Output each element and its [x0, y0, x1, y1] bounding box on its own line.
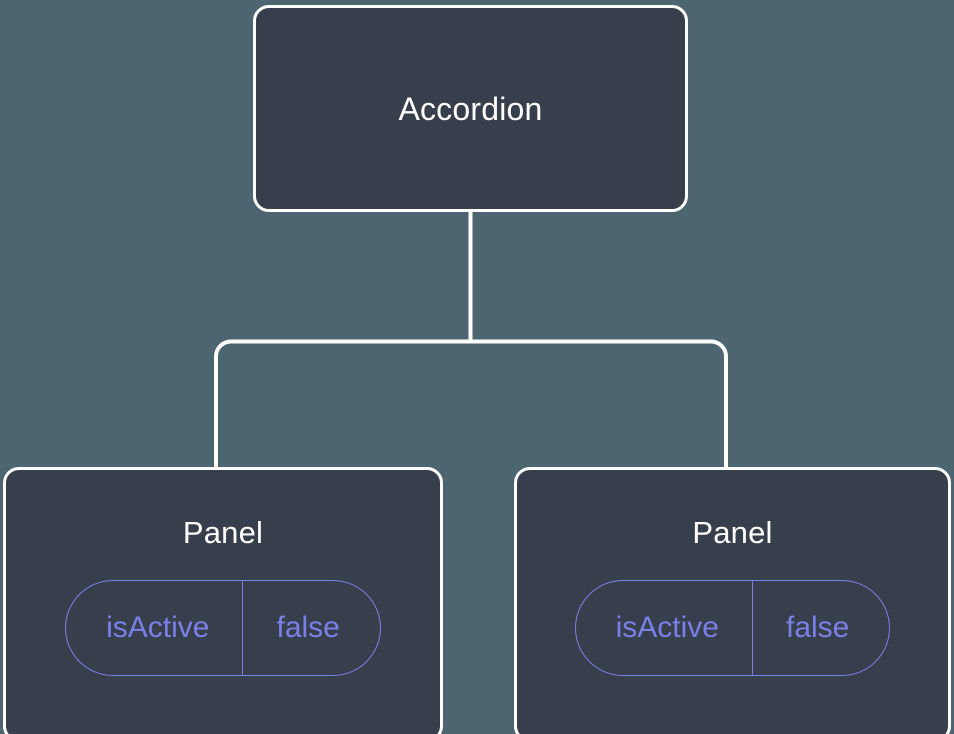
- state-badge-right[interactable]: isActive false: [574, 580, 891, 676]
- state-badge-left-key: isActive: [106, 611, 210, 644]
- state-badge-left[interactable]: isActive false: [65, 580, 381, 676]
- node-accordion-label: Accordion: [398, 90, 543, 127]
- state-badge-left-value: false: [242, 581, 379, 675]
- state-badge-right-key: isActive: [615, 611, 719, 644]
- node-panel-right[interactable]: Panel isActive false: [514, 467, 951, 734]
- state-badge-right-value: false: [751, 581, 889, 675]
- node-panel-left[interactable]: Panel isActive false: [3, 467, 443, 734]
- edge-accordion-to-panel-right: [470, 339, 728, 470]
- edge-accordion-to-panel-left: [214, 210, 473, 470]
- node-panel-right-label: Panel: [692, 515, 773, 550]
- node-panel-left-label: Panel: [182, 515, 264, 550]
- node-accordion[interactable]: Accordion: [253, 5, 688, 212]
